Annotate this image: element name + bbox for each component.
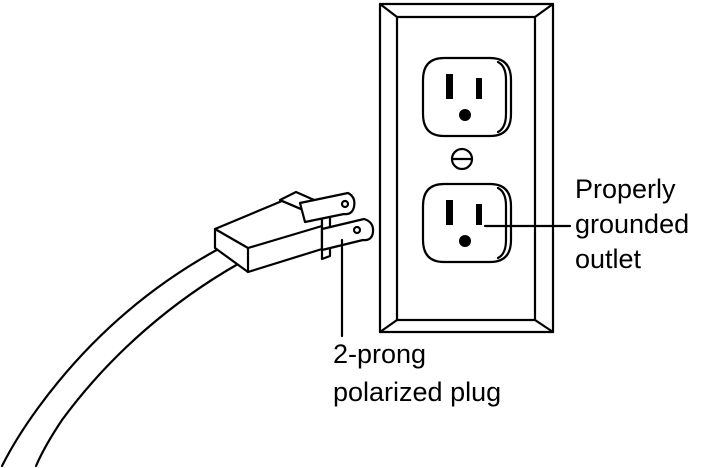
plug-label: 2-prong polarized plug	[333, 339, 501, 407]
power-cord	[0, 244, 240, 468]
upper-right-slot	[476, 78, 482, 99]
plug-label-line-2: polarized plug	[333, 377, 501, 407]
lower-receptacle	[421, 182, 513, 264]
outlet-label-line-2: grounded	[575, 209, 689, 239]
lower-right-slot	[476, 204, 482, 225]
plug-prongs	[298, 191, 375, 252]
lower-left-slot	[446, 200, 453, 225]
outlet-label-line-1: Properly	[575, 174, 676, 204]
outlet-label-line-3: outlet	[575, 244, 642, 274]
upper-left-slot	[446, 74, 453, 99]
lower-ground-hole	[459, 235, 471, 247]
cover-screw	[450, 147, 474, 171]
outlet-label: Properly grounded outlet	[575, 174, 697, 274]
plug-label-line-1: 2-prong	[333, 339, 426, 369]
upper-receptacle	[421, 56, 513, 138]
upper-ground-hole	[459, 109, 471, 121]
